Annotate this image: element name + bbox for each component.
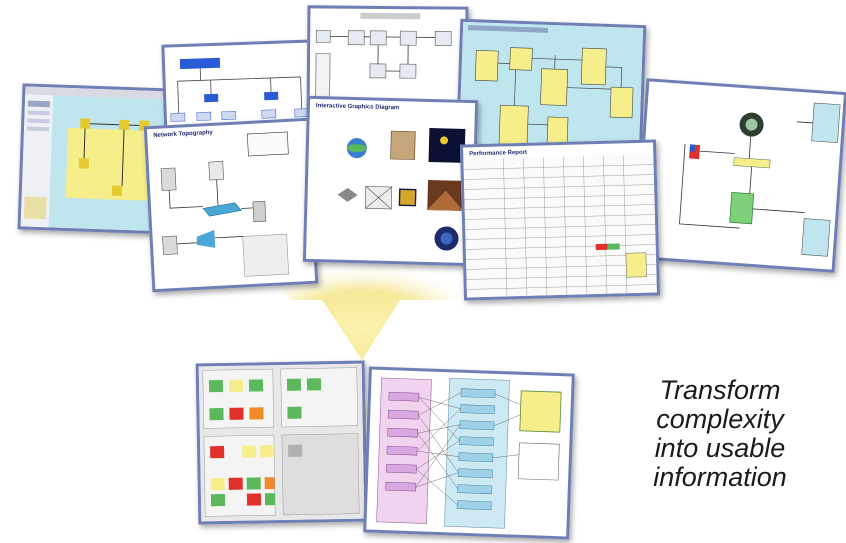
workflow-thumbnail [679, 102, 841, 257]
relationship-map-card [363, 366, 575, 540]
flowchart-thumbnail [20, 86, 176, 232]
network-thumbnail [160, 131, 290, 277]
relationship-thumbnail [376, 377, 562, 529]
graphics-thumbnail [337, 128, 466, 251]
block-diagram-thumbnail [315, 12, 452, 104]
left-diagram-card [17, 83, 179, 235]
table-thumbnail [463, 154, 657, 298]
interactive-graphics-card: Interactive Graphics Diagram [302, 95, 479, 267]
status-dashboard-card [195, 360, 368, 525]
uml-diagram-card [455, 18, 647, 160]
block-diagram-card [306, 5, 469, 118]
uml-thumbnail [458, 21, 644, 157]
table-report-card: Performance Report [459, 139, 661, 301]
tagline-line-1: Transform [659, 375, 781, 405]
tagline-line-3: into usable [654, 433, 786, 463]
org-chart-thumbnail [170, 57, 310, 122]
tagline-line-2: complexity [656, 404, 784, 434]
dashboard-thumbnail [198, 363, 365, 522]
org-chart-card [161, 39, 321, 143]
network-topology-card: Network Topography [143, 117, 319, 293]
tagline-line-4: information [653, 462, 787, 492]
workflow-diagram-card [633, 78, 846, 273]
tagline: Transform complexity into usable informa… [615, 376, 825, 492]
